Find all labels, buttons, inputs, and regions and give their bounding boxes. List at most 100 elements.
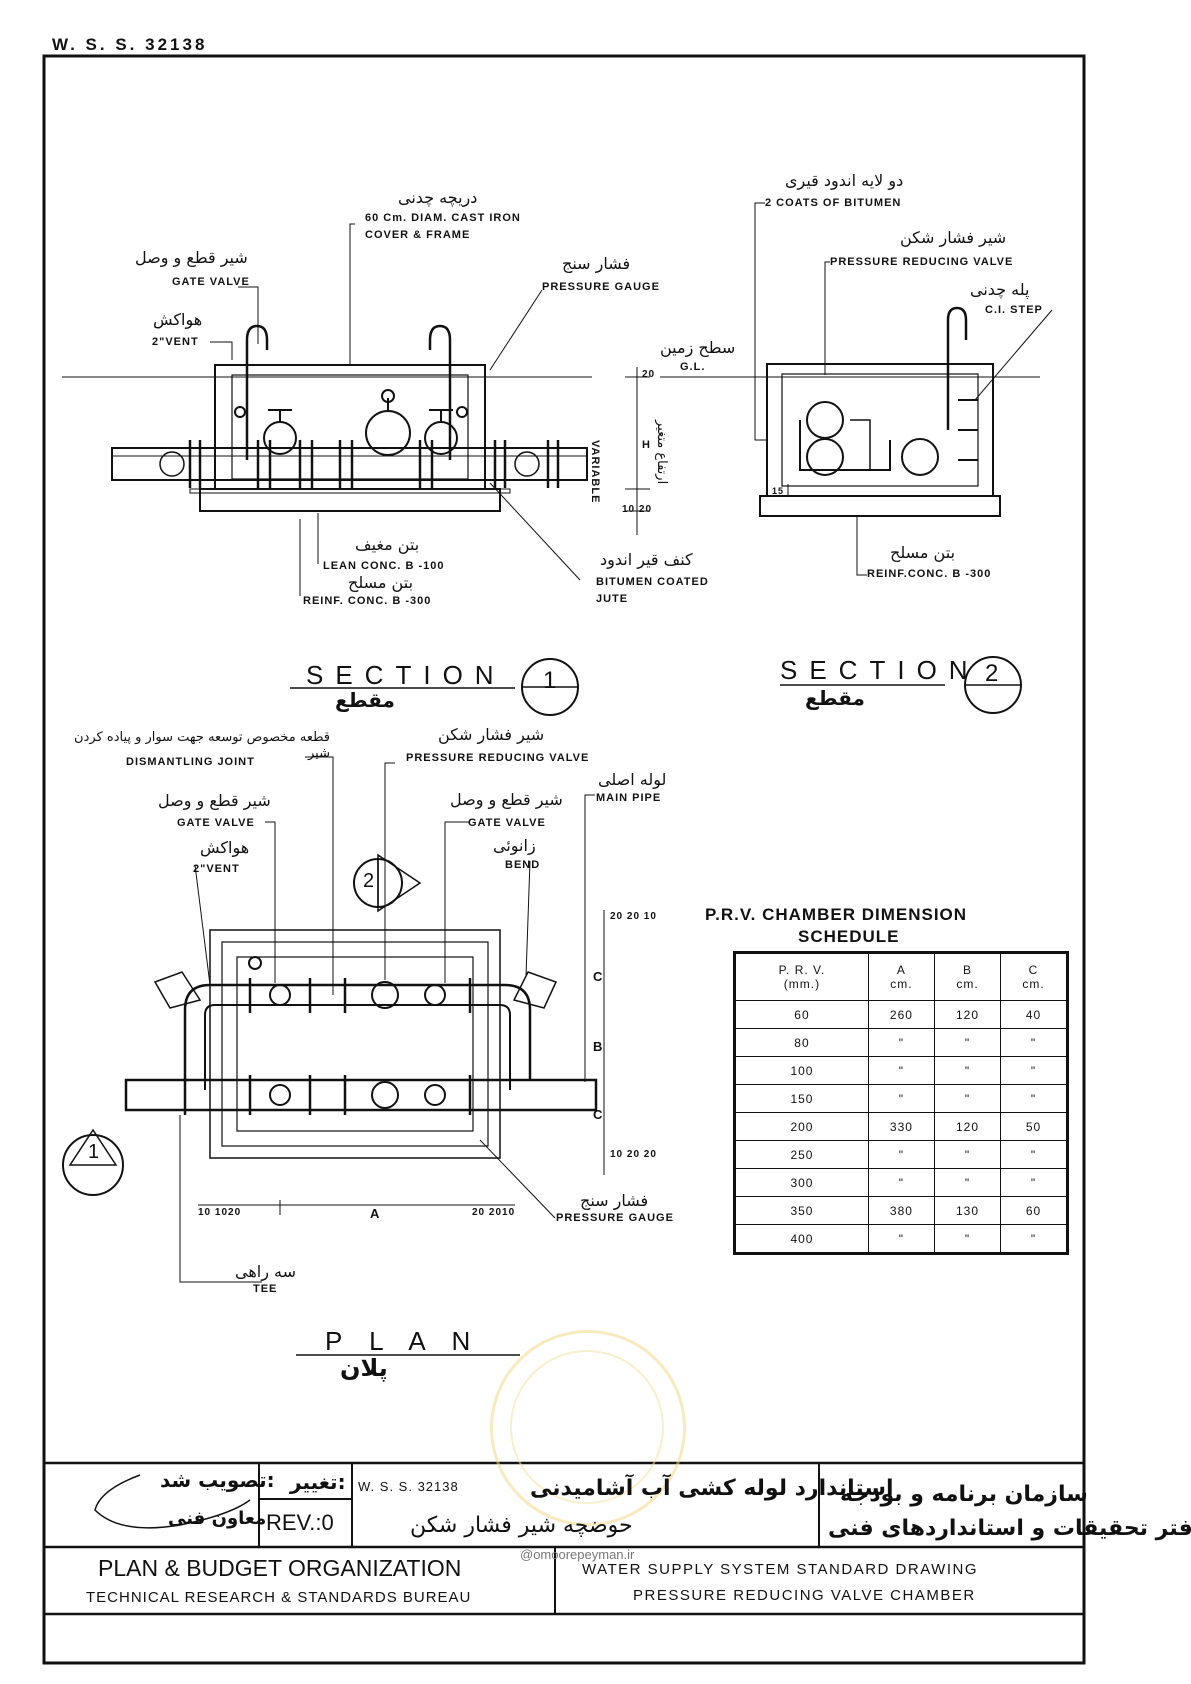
plan-title-fa: پلان (340, 1354, 388, 1382)
cover-label-1: 60 Cm. DIAM. CAST IRON (365, 212, 521, 224)
vent-label: 2"VENT (152, 336, 199, 348)
plan-prv-label-fa: شیر فشار شکن (438, 725, 545, 744)
bureau-title: TECHNICAL RESEARCH & STANDARDS BUREAU (86, 1589, 472, 1606)
schedule-subtitle: SCHEDULE (798, 927, 900, 946)
drawing-border (42, 54, 1086, 1665)
s2-reinf-label-fa: بتن مسلح (890, 543, 956, 562)
cover-label-fa: دریچه چدنی (398, 188, 478, 207)
plan-gauge-label: PRESSURE GAUGE (556, 1212, 674, 1224)
plan-prv-label: PRESSURE REDUCING VALVE (406, 752, 590, 764)
table-row: 400""" (734, 1224, 1068, 1254)
cover-label-2: COVER & FRAME (365, 229, 471, 241)
table-row: 80""" (734, 1028, 1068, 1057)
plan-dim-c-bottom: C (593, 1107, 604, 1122)
bureau-title-fa: دفتر تحقیقات و استانداردهای فنی (828, 1516, 1191, 1541)
pressure-gauge-label: PRESSURE GAUGE (542, 281, 660, 293)
jute-label-fa: کنف قیر اندود (600, 550, 693, 569)
main-pipe-label-fa: لوله اصلی (598, 770, 667, 789)
dismantling-label-fa: قطعه مخصوص توسعه جهت سوار و پیاده کردن ش… (74, 730, 330, 762)
jute-label-2: JUTE (596, 593, 629, 605)
section-1-title: SECTION (306, 660, 506, 690)
schedule-header-cell: P. R. V.(mm.) (734, 952, 869, 1001)
section-2-drawing (660, 202, 1053, 576)
step-label: C.I. STEP (985, 304, 1043, 316)
plan-dim-a: A (370, 1206, 381, 1221)
title-block-code: W. S. S. 32138 (358, 1479, 459, 1494)
plan-gauge-label-fa: فشار سنج (580, 1191, 649, 1210)
section-1-title-fa: مقطع (335, 688, 395, 712)
standard-title-fa: استاندارد لوله کشی آب آشامیدنی (530, 1476, 894, 1501)
watermark-seal (490, 1330, 686, 1526)
plan-dim-b: B (593, 1039, 604, 1054)
s2-reinf-label: REINF.CONC. B -300 (867, 568, 992, 580)
jute-label-1: BITUMEN COATED (596, 576, 709, 588)
plan-dim-v-top: 20 20 10 (610, 911, 657, 922)
change-label-fa: تغییر: (290, 1470, 346, 1494)
bend-label-fa: زانوئی (493, 836, 536, 855)
plan-vent-label: 2"VENT (193, 863, 240, 875)
plan-gate-valve-left-fa: شیر قطع و وصل (158, 791, 271, 810)
section-1-number: 1 (543, 667, 557, 694)
dismantling-label: DISMANTLING JOINT (126, 756, 255, 768)
tee-label: TEE (253, 1283, 278, 1295)
reinf-label: REINF. CONC. B -300 (303, 595, 432, 607)
main-pipe-label: MAIN PIPE (596, 792, 662, 804)
plan-dim-left: 10 1020 (198, 1207, 242, 1218)
gate-valve-label: GATE VALVE (172, 276, 250, 288)
plan-marker-2: 2 (363, 870, 375, 892)
top-doc-code: W. S. S. 32138 (52, 35, 208, 54)
org-title: PLAN & BUDGET ORGANIZATION (98, 1555, 462, 1581)
plan-gate-valve-left: GATE VALVE (177, 817, 255, 829)
plan-drawing (62, 756, 605, 1283)
table-row: 300""" (734, 1168, 1068, 1197)
rev-label: REV.:0 (266, 1510, 334, 1535)
section-2-title: SECTION (780, 655, 980, 685)
s2-prv-label: PRESSURE REDUCING VALVE (830, 256, 1014, 268)
section-2-title-fa: مقطع (805, 686, 865, 710)
approved-label-fa: تصویب شد: (160, 1468, 275, 1492)
pressure-gauge-label-fa: فشار سنج (562, 254, 631, 273)
chamber-title-fa: حوضچه شیر فشار شکن (410, 1513, 633, 1538)
bitumen-label-fa: دو لایه اندود قیری (785, 171, 904, 190)
gate-valve-label-fa: شیر قطع و وصل (135, 248, 248, 267)
plan-title: P L A N (325, 1326, 481, 1356)
plan-gate-valve-right: GATE VALVE (468, 817, 546, 829)
vent-label-fa: هواکش (153, 310, 203, 329)
plan-vent-label-fa: هواکش (200, 838, 250, 857)
table-row: 250""" (734, 1140, 1068, 1169)
bend-label: BEND (505, 859, 541, 871)
s2-prv-label-fa: شیر فشار شکن (900, 228, 1007, 247)
deputy-label-fa: معاون فنی (168, 1508, 267, 1529)
plan-dim-right: 20 2010 (472, 1207, 516, 1218)
tee-label-fa: سه راهی (235, 1262, 297, 1281)
section-2-number: 2 (985, 660, 999, 687)
dim-bottom: 10 20 (622, 504, 653, 515)
dim-h: H (642, 439, 651, 451)
schedule-title: P.R.V. CHAMBER DIMENSION (705, 905, 968, 924)
drawing-title: WATER SUPPLY SYSTEM STANDARD DRAWING (582, 1561, 978, 1578)
watermark-seal-inner (510, 1350, 664, 1504)
table-row: 100""" (734, 1056, 1068, 1085)
lean-conc-label: LEAN CONC. B -100 (323, 560, 445, 572)
gl-label-fa: سطح زمین (660, 338, 736, 357)
plan-marker-1: 1 (88, 1141, 100, 1163)
watermark-site: @omoorepeyman.ir (520, 1547, 635, 1562)
step-label-fa: پله چدنی (970, 280, 1030, 299)
gl-label: G.L. (680, 361, 706, 373)
org-title-fa: سازمان برنامه و بودجه (840, 1482, 1088, 1507)
s2-dim: 15 (772, 486, 785, 496)
dim-top: 20 (642, 369, 656, 380)
plan-dim-c-top: C (593, 969, 604, 984)
variable-label: VARIABLE (589, 440, 601, 504)
lean-conc-label-fa: بتن مغیف (355, 535, 420, 554)
variable-label-fa: ارتفاع متغیر (654, 420, 669, 485)
plan-gate-valve-right-fa: شیر قطع و وصل (450, 790, 563, 809)
